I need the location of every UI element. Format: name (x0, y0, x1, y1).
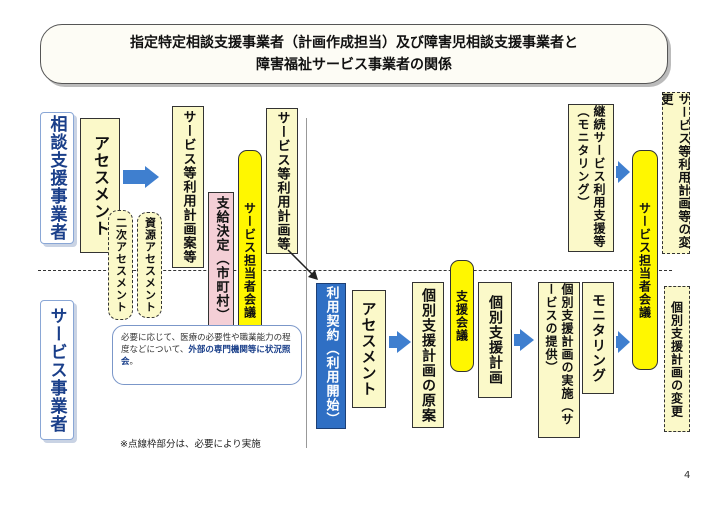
continued-service-support-box: 継続サービス利用支援等（モニタリング） (568, 104, 614, 252)
note-text-1: 必要に応じて、医療の必要性や職業能力の程度などについて、 (121, 333, 291, 355)
arrow-shaft-3 (514, 334, 520, 346)
side-label-consultation: 相談支援事業者 (40, 112, 74, 244)
use-plan-box: サービス等利用計画等 (266, 108, 298, 254)
external-inquiry-note: 必要に応じて、医療の必要性や職業能力の程度などについて、外部の専門機関等に状況照… (112, 325, 302, 385)
arrow-shaft-5 (616, 166, 618, 178)
decision-box: 支給決定（市町村） (208, 192, 234, 326)
side-label-service-provider: サービス事業者 (40, 300, 74, 440)
section-divider (38, 270, 672, 271)
draft-plan-box: サービス等利用計画案等 (172, 106, 204, 268)
plan-change-box: サービス等利用計画等の変更 (660, 92, 691, 254)
page-number: 4 (684, 470, 691, 481)
implementation-box: 個別支援計画の実施（サービスの提供） (538, 282, 580, 438)
title-line-2: 障害福祉サービス事業者の関係 (256, 57, 452, 73)
service-meeting-box-2: サービス担当者会議 (632, 150, 658, 370)
arrow-shaft-4 (616, 336, 618, 348)
diagram-title: 指定特定相談支援事業者（計画作成担当）及び障害児相談支援事業者と 障害福祉サービ… (40, 24, 668, 84)
individual-plan-change-box: 個別支援計画の変更 (664, 286, 690, 432)
title-line-1: 指定特定相談支援事業者（計画作成担当）及び障害児相談支援事業者と (130, 35, 578, 51)
secondary-assessment-box: 二次アセスメント (108, 210, 133, 320)
support-meeting-box: 支援会議 (450, 260, 474, 372)
arrow-head-2 (397, 331, 411, 353)
arrow-head-1 (145, 166, 159, 188)
diagonal-arrow (287, 249, 318, 280)
contract-box: 利用契約（利用開始） (316, 283, 346, 429)
resource-assessment-box: 資源アセスメント (137, 212, 162, 318)
individual-plan-draft-box: 個別支援計画の原案 (412, 282, 444, 428)
arrow-head-4 (618, 331, 630, 353)
arrow-shaft-1 (123, 170, 145, 184)
arrow-head-5 (618, 161, 630, 183)
note-highlight: 外部の専門機関等に状況照会 (121, 345, 291, 367)
arrow-head-3 (520, 329, 534, 351)
assessment-box-bottom: アセスメント (352, 290, 386, 408)
column-separator (306, 118, 307, 448)
arrow-shaft-2 (389, 336, 397, 348)
note-text-2: 。 (129, 357, 139, 367)
monitoring-box: モニタリング (582, 282, 614, 394)
individual-plan-box: 個別支援計画 (478, 282, 512, 398)
footnote: ※点線枠部分は、必要により実施 (120, 439, 261, 450)
